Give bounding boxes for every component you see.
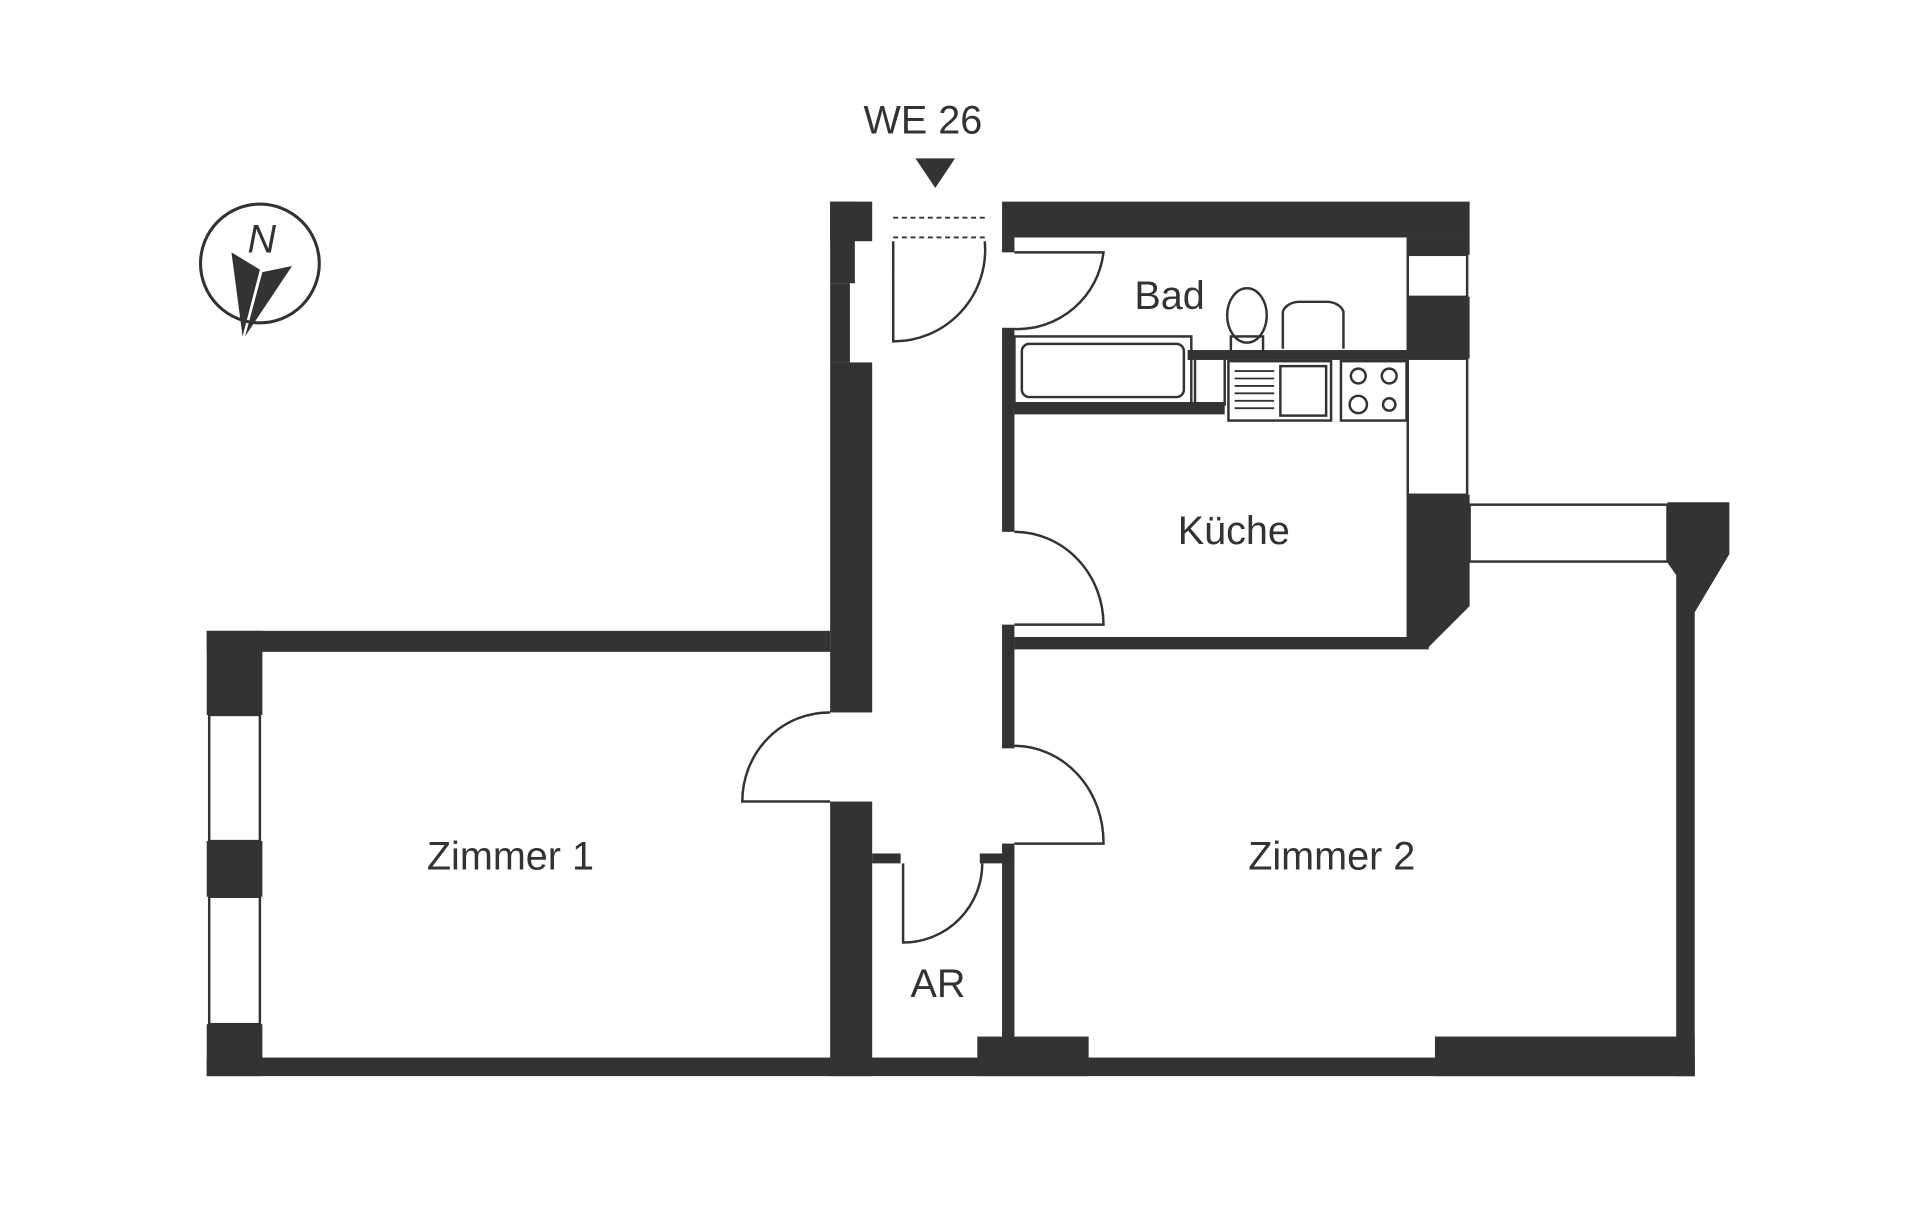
- room-label-zimmer2: Zimmer 2: [1248, 835, 1415, 879]
- unit-label: WE 26: [864, 99, 983, 143]
- sink-icon: [1281, 300, 1345, 349]
- room-label-zimmer1: Zimmer 1: [427, 835, 594, 879]
- room-label-bad: Bad: [1134, 274, 1204, 318]
- entrance-arrow-icon: [915, 158, 956, 189]
- room-label-ar: AR: [911, 962, 966, 1006]
- compass-north-label: N: [248, 217, 277, 261]
- walls: [206, 201, 1730, 1077]
- kitchen-sink-icon: [1227, 359, 1333, 422]
- fixtures: [1013, 286, 1408, 422]
- toilet-icon: [1225, 286, 1268, 344]
- compass-needle-icon: [231, 252, 260, 337]
- compass: N: [198, 202, 321, 337]
- doors: [741, 216, 1105, 944]
- stove-icon: [1339, 359, 1408, 422]
- bathtub-icon: [1013, 335, 1193, 406]
- room-label-kueche: Küche: [1178, 509, 1290, 553]
